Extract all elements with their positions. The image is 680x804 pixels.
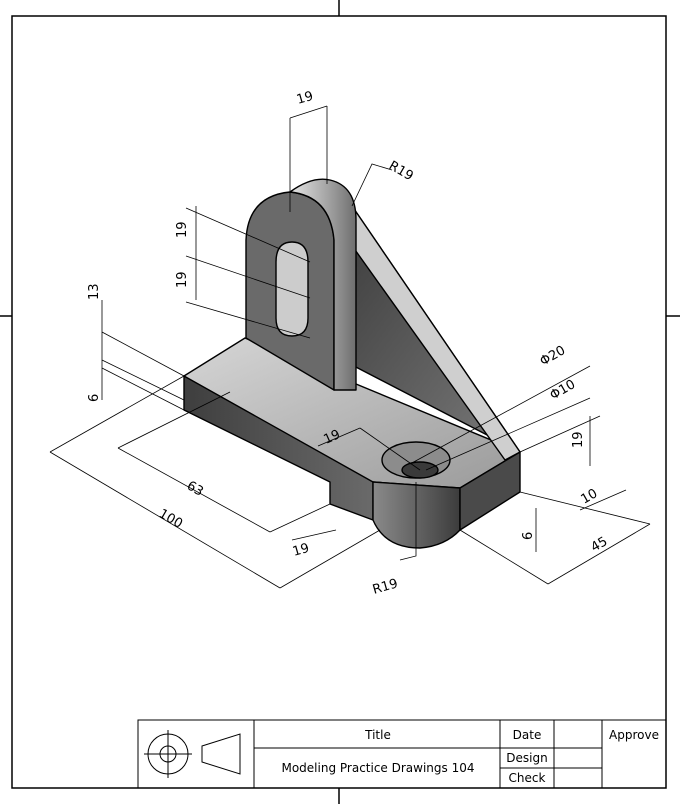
- approve-label: Approve: [609, 728, 659, 742]
- check-label: Check: [509, 771, 546, 785]
- dim-phi10: Φ10: [548, 377, 579, 403]
- title-block-text: Title Modeling Practice Drawings 104 Dat…: [281, 728, 658, 785]
- date-label: Date: [513, 728, 542, 742]
- title-block: [137, 719, 667, 789]
- base-rounded-end: [372, 481, 461, 549]
- dim-19-right: 19: [571, 431, 586, 448]
- dim-19-slot-lower: 19: [175, 271, 190, 288]
- dim-10: 10: [579, 486, 601, 507]
- dim-45: 45: [589, 534, 611, 555]
- dimension-lines: [49, 105, 651, 589]
- isometric-part: [183, 178, 521, 549]
- dim-r19-bottom: R19: [371, 576, 400, 597]
- lug-slot: [275, 241, 309, 337]
- dim-19-mid: 19: [322, 427, 343, 447]
- drawing-name: Modeling Practice Drawings 104: [281, 761, 474, 775]
- dim-19-slot-upper: 19: [175, 221, 190, 238]
- dim-phi20: Φ20: [538, 343, 569, 369]
- dim-100: 100: [156, 506, 185, 531]
- design-label: Design: [506, 751, 547, 765]
- dim-6-right: 6: [521, 532, 536, 540]
- dim-6-left: 6: [87, 394, 102, 402]
- dim-19-top: 19: [295, 89, 315, 108]
- projection-symbol-cone: [201, 733, 241, 775]
- lug-top-round: [289, 178, 357, 391]
- dim-19-bottom: 19: [291, 541, 311, 560]
- dim-r19-top: R19: [386, 158, 416, 184]
- dim-13: 13: [87, 283, 102, 300]
- dim-63: 63: [184, 478, 206, 499]
- title-label: Title: [364, 728, 391, 742]
